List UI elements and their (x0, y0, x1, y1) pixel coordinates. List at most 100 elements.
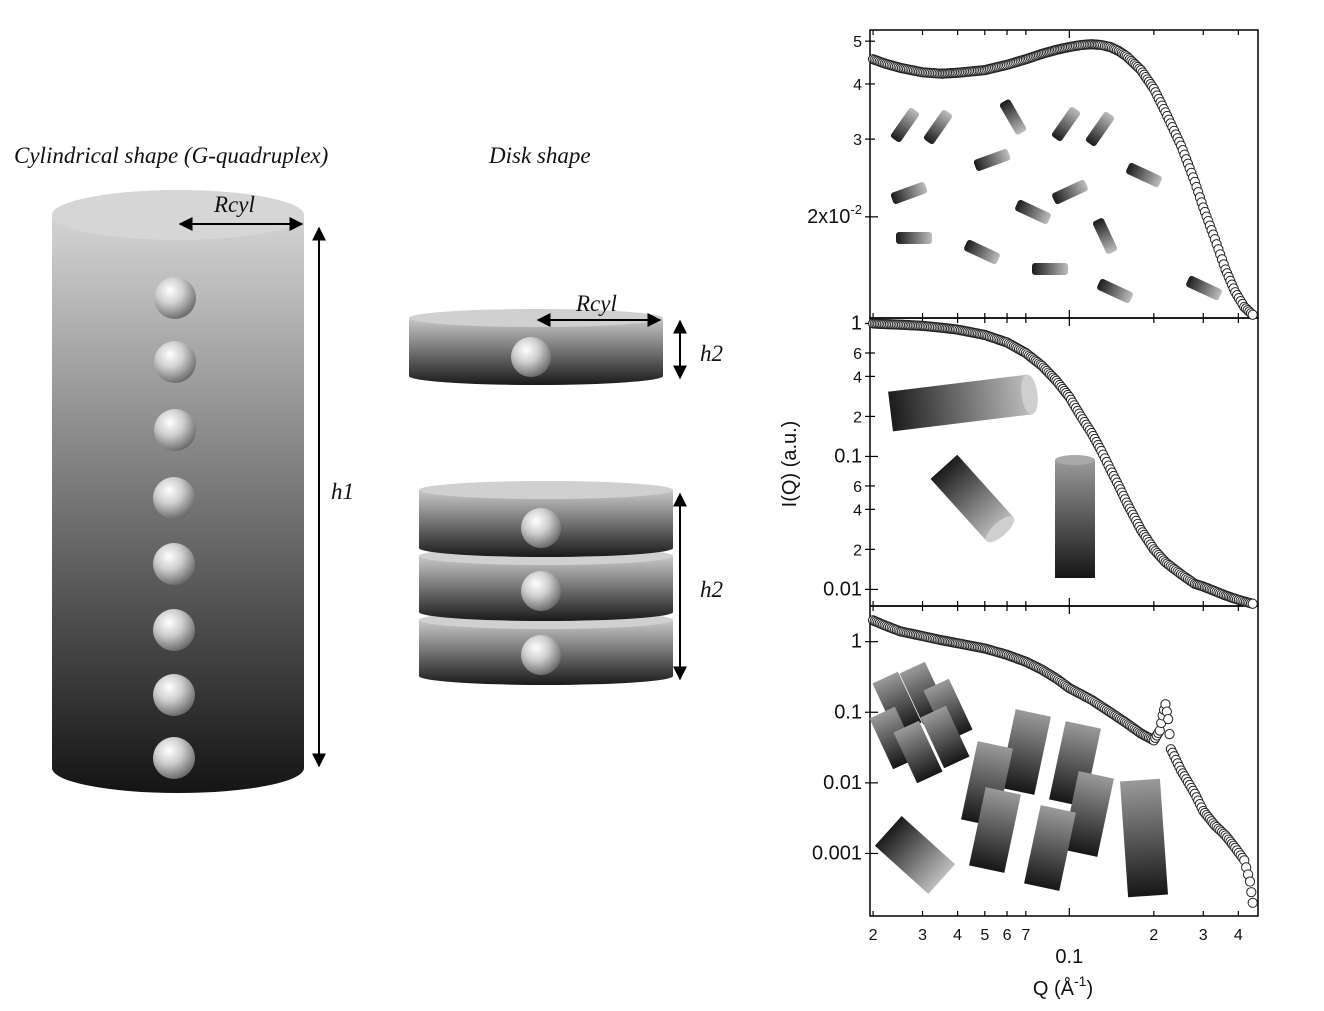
cylinder-mini (969, 787, 1021, 873)
x-tick-label: 5 (980, 927, 989, 944)
x-tick-label: 4 (953, 927, 962, 944)
rod (1126, 162, 1162, 188)
axis-ticks: 5 4 3 2x10-2 1 6 4 2 0.1 6 4 2 0.01 1 0.1 0.01 0.001 2 3 4 5… (807, 30, 1243, 968)
cylinder-mini (1062, 771, 1114, 857)
disk-diagram: Disk shape Rcyl h2 h2 (409, 143, 723, 685)
sphere (153, 737, 195, 779)
cylinder-mini (930, 454, 1014, 542)
cylinder-top (52, 190, 304, 240)
stacked-disks: h2 (419, 481, 723, 685)
cylinder-mini-end (1055, 455, 1095, 465)
bottom-inset-bundles (869, 661, 1168, 898)
cylinder-mini (888, 374, 1032, 432)
data-point (1164, 729, 1175, 740)
rcyl-label-disk: Rcyl (575, 291, 617, 316)
y-tick-label: 6 (853, 346, 862, 363)
cylinder-mini (893, 720, 943, 784)
cylinder-mini (1120, 778, 1168, 898)
cylinder-mini (920, 705, 970, 769)
x-tick-label: 3 (918, 927, 927, 944)
sphere (153, 543, 195, 585)
rod (896, 232, 932, 244)
cylinder-mini (872, 671, 922, 735)
sphere (153, 609, 195, 651)
cylinder-mini-end (985, 516, 1015, 543)
sphere (153, 674, 195, 716)
rod (1052, 179, 1088, 205)
rod (1085, 111, 1115, 147)
h2-label-stack: h2 (700, 577, 723, 602)
y-tick-label: 0.01 (823, 772, 862, 794)
y-tick-label: 0.001 (812, 842, 862, 864)
y-tick-label: 4 (853, 77, 862, 94)
rod (999, 99, 1027, 135)
rod (1032, 263, 1068, 275)
top-inset-rods (890, 99, 1222, 304)
saxs-chart: I(Q) (a.u.) Q (Å-1) 5 4 3 2x10-2 1 6 4 2 0.1 6 4 2 0… (779, 29, 1259, 1000)
disk-top (409, 309, 663, 327)
y-tick-label: 4 (853, 369, 862, 386)
y-tick-label: 2x10-2 (807, 202, 862, 228)
cylinder-mini-end (1021, 374, 1038, 415)
y-tick-label: 3 (853, 132, 862, 149)
data-point (1247, 309, 1258, 320)
x-tick-label: 4 (1234, 927, 1243, 944)
y-axis-label: I(Q) (a.u.) (779, 421, 801, 508)
y-tick-label: 5 (853, 34, 862, 51)
cylinder-mini (874, 816, 956, 894)
data-point (1247, 897, 1258, 908)
sphere (511, 337, 551, 377)
rod (964, 239, 1000, 265)
rod (1051, 106, 1081, 142)
rod (1092, 218, 1118, 254)
cylinder-title: Cylindrical shape (G-quadruplex) (14, 143, 328, 168)
cylinder-mini (1055, 460, 1095, 578)
y-tick-label: 0.01 (823, 578, 862, 600)
sphere (153, 477, 195, 519)
data-point (1244, 876, 1256, 887)
panel-bottom-frame (869, 605, 1259, 917)
h2-label-single: h2 (700, 341, 723, 366)
rod (890, 182, 928, 204)
rod (923, 109, 953, 145)
data-point (1247, 598, 1258, 609)
cylinder-mini (1024, 805, 1076, 891)
middle-inset-cylinders (888, 374, 1095, 578)
rcyl-label: Rcyl (213, 192, 255, 217)
y-tick-label: 6 (853, 479, 862, 496)
x-tick-label: 7 (1021, 927, 1030, 944)
rod (1097, 278, 1133, 304)
data-point (1163, 713, 1174, 725)
x-axis-label: Q (Å-1) (1033, 973, 1093, 1000)
cylinder-diagram: Cylindrical shape (G-quadruplex) Rcyl h1 (14, 143, 354, 793)
rod (1015, 199, 1051, 225)
single-disk: Rcyl h2 (409, 291, 723, 385)
sphere (154, 277, 196, 319)
y-tick-label: 0.1 (834, 701, 862, 723)
x-tick-label: 2 (1149, 927, 1158, 944)
rod (1186, 275, 1222, 301)
rod (890, 107, 920, 143)
cylinder-spheres (153, 277, 196, 779)
sphere (521, 635, 561, 675)
disk-title: Disk shape (488, 143, 591, 168)
data-points (867, 39, 1258, 908)
data-point (1246, 887, 1257, 898)
disk-top (419, 481, 673, 499)
h1-label: h1 (331, 479, 354, 504)
sphere (521, 508, 561, 548)
sphere (154, 341, 196, 383)
x-tick-label: 3 (1199, 927, 1208, 944)
y-tick-label: 1 (851, 313, 862, 335)
x-tick-label: 0.1 (1055, 946, 1083, 968)
sphere (154, 409, 196, 451)
x-tick-label: 2 (869, 927, 878, 944)
cylinder-mini (923, 678, 973, 742)
y-tick-label: 1 (851, 631, 862, 653)
x-tick-label: 6 (1003, 927, 1012, 944)
y-tick-label: 2 (853, 409, 862, 426)
y-tick-label: 0.1 (834, 445, 862, 467)
y-tick-label: 2 (853, 542, 862, 559)
sphere (521, 571, 561, 611)
